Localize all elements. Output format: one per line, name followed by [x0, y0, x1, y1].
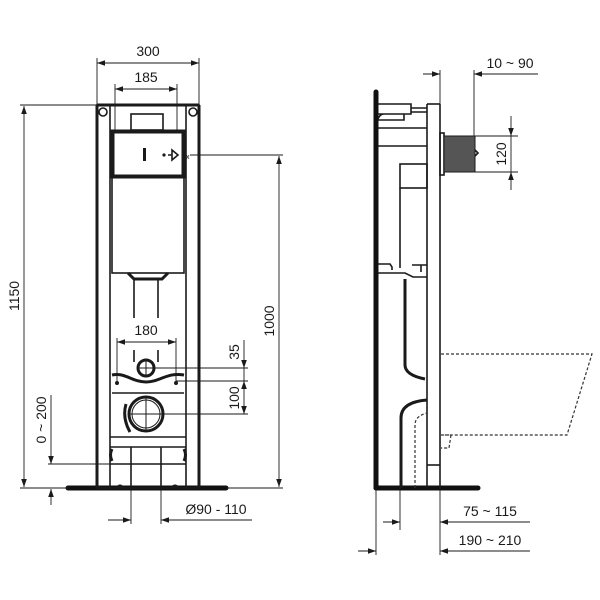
flush-plate-opening: [110, 129, 186, 179]
dim-bolt-offset: 35: [226, 344, 242, 360]
dim-foot-adjust: 0 ~ 200: [33, 396, 49, 443]
inlet-valve-icon: [168, 148, 180, 162]
dim-bolt-spacing: 180: [134, 322, 158, 338]
cistern-body: [111, 176, 185, 274]
front-view: x: [65, 103, 229, 491]
bolt-crossbar: [111, 372, 185, 384]
flush-valve-slot: [143, 148, 146, 161]
wc-bowl-outline: [441, 353, 593, 449]
mounting-hole-right: [188, 107, 198, 117]
dim-inlet-height: 120: [493, 142, 509, 166]
dim-total-height: 1150: [6, 281, 22, 311]
dim-frame-width: 300: [136, 43, 160, 59]
dim-total-depth: 190 ~ 210: [459, 532, 522, 548]
dim-outlet-depth: 75 ~ 115: [463, 503, 517, 519]
water-inlet-connector: [443, 135, 476, 173]
mounting-hole-left: [98, 107, 108, 117]
svg-text:x: x: [186, 154, 190, 161]
dim-inlet-depth: 10 ~ 90: [486, 55, 533, 71]
dim-bolt-to-outlet: 100: [226, 386, 242, 410]
side-view-dimensions: 10 ~ 90 120 75 ~ 115 190 ~ 210: [358, 55, 538, 555]
front-view-dimensions: 300 185 1150 0 ~ 200 1000 180: [6, 43, 283, 524]
side-view: [373, 89, 593, 491]
dim-flush-height: 1000: [261, 305, 277, 336]
dim-outlet-diameter: Ø90 - 110: [185, 501, 246, 517]
dim-cistern-width: 185: [134, 69, 158, 85]
